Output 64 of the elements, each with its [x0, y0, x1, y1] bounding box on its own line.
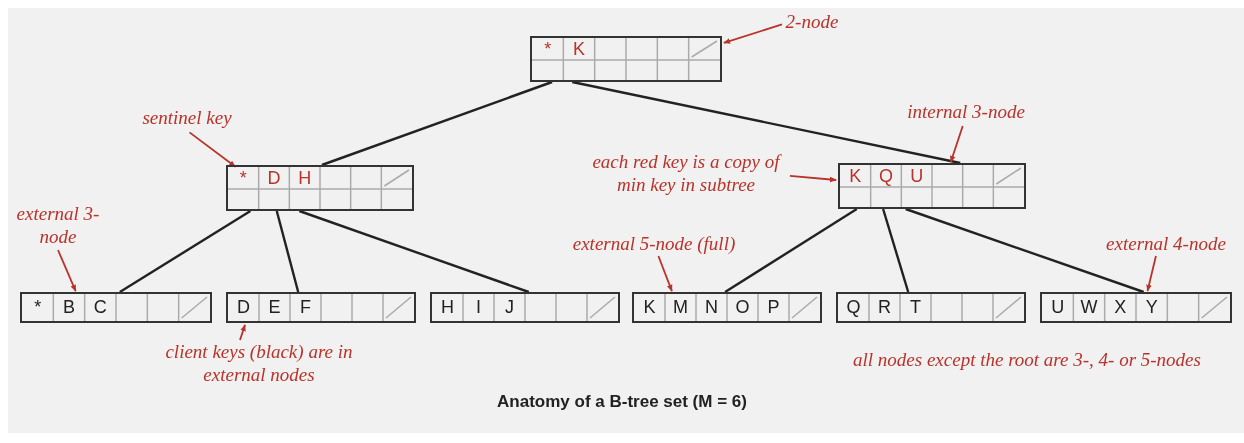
btree-node: [226, 292, 416, 323]
btree-node: [836, 292, 1026, 323]
btree-node: [226, 165, 414, 211]
leader-arrow: [188, 131, 237, 168]
leader-arrow: [657, 255, 673, 292]
annotation-text: 2-node: [782, 10, 842, 33]
node-key: U: [1042, 294, 1074, 321]
annotation-text: each red key is a copy of min key in subtree: [586, 150, 786, 196]
node-key: J: [494, 294, 525, 321]
node-key: C: [84, 294, 116, 321]
node-key: *: [22, 294, 54, 321]
node-key: N: [696, 294, 727, 321]
btree-node: [430, 292, 620, 323]
node-key: D: [258, 167, 290, 189]
annotation-text: client keys (black) are in external nodes: [164, 340, 354, 386]
tree-link: [298, 209, 530, 294]
node-key: M: [665, 294, 696, 321]
leader-arrow: [57, 249, 77, 292]
node-key: Y: [1136, 294, 1168, 321]
tree-link: [321, 80, 553, 167]
node-key: I: [463, 294, 494, 321]
node-key: E: [259, 294, 290, 321]
leader-arrow: [239, 323, 246, 341]
node-key: *: [532, 38, 564, 60]
annotation-text: internal 3-node: [884, 100, 1048, 123]
note-text: all nodes except the root are 3-, 4- or 5-nodes: [852, 348, 1202, 371]
btree-node: [838, 163, 1026, 209]
tree-link: [724, 208, 858, 293]
node-key: *: [228, 167, 259, 189]
leader-arrow: [1146, 255, 1157, 292]
node-key: B: [53, 294, 85, 321]
node-key: Q: [838, 294, 869, 321]
node-key: U: [901, 165, 932, 187]
node-key: W: [1073, 294, 1105, 321]
node-key: K: [634, 294, 665, 321]
tree-link: [572, 80, 961, 165]
caption: Anatomy of a B-tree set (M = 6): [496, 392, 748, 412]
node-key: Q: [870, 165, 902, 187]
annotation-text: external 5-node (full): [544, 232, 764, 255]
annotation-text: external 3-node: [16, 202, 100, 248]
node-key: R: [869, 294, 900, 321]
node-key: T: [900, 294, 931, 321]
node-key: P: [758, 294, 789, 321]
tree-link: [119, 210, 252, 293]
btree-node: [20, 292, 212, 323]
leader-arrow: [789, 175, 837, 183]
node-key: K: [840, 165, 871, 187]
annotation-text: external 4-node: [1094, 232, 1238, 255]
node-key: X: [1104, 294, 1136, 321]
annotation-text: sentinel key: [124, 106, 250, 129]
node-key: K: [563, 38, 595, 60]
leader-arrow: [723, 23, 783, 44]
tree-link: [275, 210, 300, 293]
tree-link: [905, 207, 1145, 294]
btree-node: [632, 292, 822, 323]
node-key: H: [289, 167, 320, 189]
node-key: H: [432, 294, 463, 321]
btree-node: [1040, 292, 1232, 323]
node-key: D: [228, 294, 259, 321]
btree-node: [530, 36, 722, 82]
tree-link: [881, 208, 910, 293]
leader-arrow: [949, 125, 964, 163]
node-key: O: [727, 294, 758, 321]
node-key: F: [290, 294, 321, 321]
